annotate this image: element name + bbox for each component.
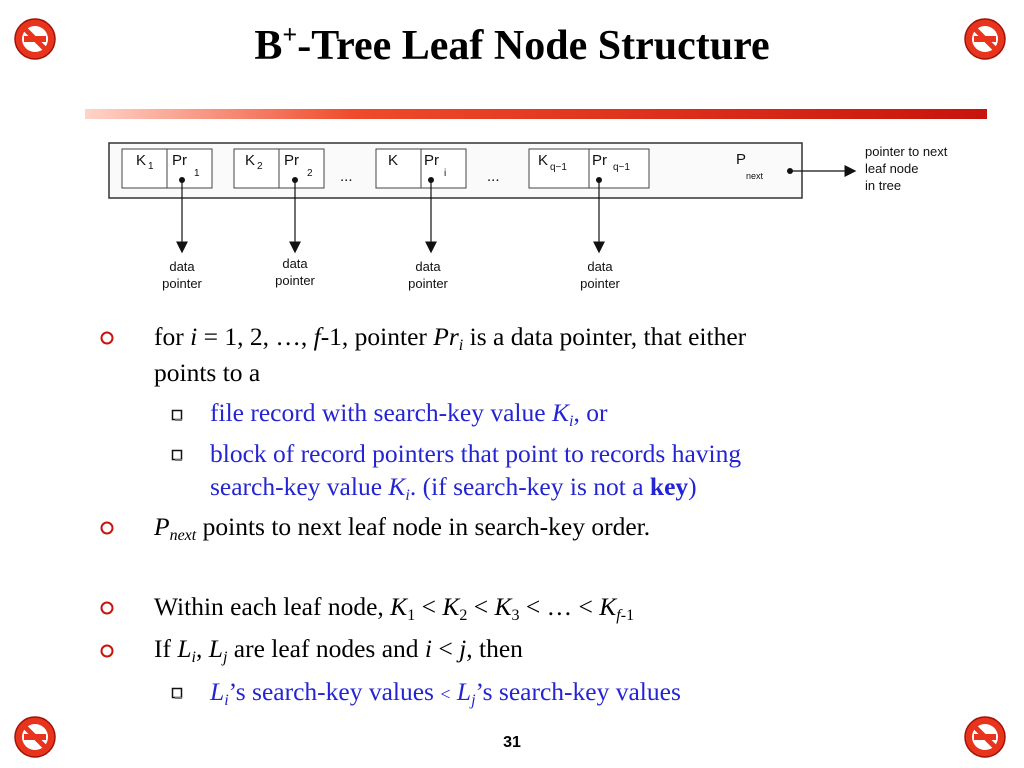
pointer-label: Pr [592,152,607,169]
pointer-dot [292,177,298,183]
data-pointer-caption: pointer [580,276,620,291]
square-bullet-icon [171,449,183,461]
ellipsis: ... [340,168,353,185]
next-pointer-caption: pointer to next [865,144,948,159]
circle-bullet-icon [100,644,114,658]
pointer-cell [278,148,325,189]
key-label: K [245,152,255,169]
no-smoking-icon [14,18,56,60]
key-cell [528,148,590,189]
key-subscript: 1 [148,161,154,172]
pointer-dot [787,168,793,174]
no-smoking-icon [964,18,1006,60]
title-divider [85,109,987,119]
key-subscript: 2 [257,161,263,172]
leaf-node-diagram: K 1 Pr 1 K 2 Pr 2 K Pr i K q−1 Pr q−1 ..… [108,142,948,291]
pointer-label: Pr [172,152,187,169]
square-bullet-icon [171,687,183,699]
circle-bullet-icon [100,601,114,615]
pointer-label: Pr [424,152,439,169]
pointer-dot [596,177,602,183]
data-pointer-caption: data [587,259,613,274]
sub-bullet-leaf-values: Li’s search-key values < Lj’s search-key… [210,677,681,709]
pointer-cell [166,148,213,189]
pointer-label: Pr [284,152,299,169]
key-cell [233,148,280,189]
pnext-subscript: next [746,171,764,181]
no-smoking-icon [964,716,1006,758]
next-pointer-caption: leaf node [865,161,919,176]
key-cell [121,148,168,189]
next-pointer-caption: in tree [865,178,901,193]
slide-title: B+-Tree Leaf Node Structure [254,20,770,70]
data-pointer-caption: pointer [275,273,315,288]
data-pointer-caption: data [282,256,308,271]
title-superscript: + [282,20,298,49]
circle-bullet-icon [100,331,114,345]
pointer-subscript: q−1 [613,162,630,173]
bullet-leaf-order: If Li, Lj are leaf nodes and i < j, then [154,634,523,666]
pointer-subscript: 1 [194,168,200,179]
page-number: 31 [503,734,521,751]
key-subscript: q−1 [550,162,567,173]
key-label: K [136,152,146,169]
key-label: K [538,152,548,169]
bullet-key-order: Within each leaf node, K1 < K2 < K3 < … … [154,592,635,624]
data-pointer-caption: data [415,259,441,274]
pointer-cell [588,148,650,189]
pointer-subscript: i [444,168,446,179]
bullet-pnext: Pnext points to next leaf node in search… [154,512,651,544]
no-smoking-icon [14,716,56,758]
square-bullet-icon [171,409,183,421]
key-cell [375,148,422,189]
pnext-label: P [736,151,746,168]
sub-bullet-block-pointers: block of record pointers that point to r… [210,439,742,468]
pointer-dot [428,177,434,183]
data-pointer-caption: pointer [408,276,448,291]
data-pointer-caption: pointer [162,276,202,291]
pointer-subscript: 2 [307,168,313,179]
pointer-dot [179,177,185,183]
bullet-pointer-rule: for i = 1, 2, …, f-1, pointer Pri is a d… [154,322,747,354]
circle-bullet-icon [100,521,114,535]
bullet-continuation: points to a [154,358,261,387]
data-pointer-caption: data [169,259,195,274]
sub-bullet-file-record: file record with search-key value Ki, or [210,398,608,430]
ellipsis: ... [487,168,500,185]
key-label: K [388,152,398,169]
sub-bullet-continuation: search-key value Ki. (if search-key is n… [210,472,697,504]
